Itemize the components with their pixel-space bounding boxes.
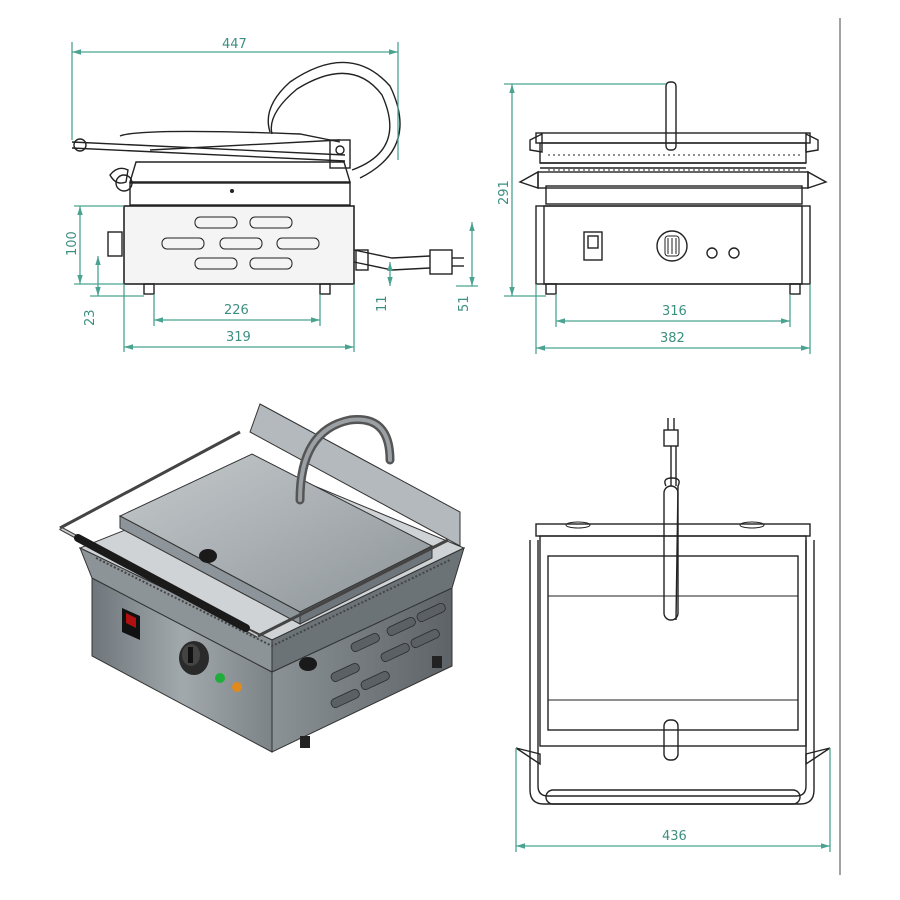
dim-side-plug-height: 51 — [457, 295, 472, 312]
isometric-render — [59, 403, 466, 753]
dim-side-base-depth: 319 — [226, 330, 251, 345]
dim-front-height: 291 — [497, 180, 512, 205]
dim-front-width: 382 — [660, 331, 685, 346]
dim-side-feet-spacing: 226 — [224, 303, 249, 318]
dim-front-feet-spacing: 316 — [662, 304, 687, 319]
top-view: 436 — [515, 418, 831, 852]
power-switch-icon — [122, 608, 140, 640]
dim-side-foot-height: 23 — [83, 309, 98, 326]
dim-side-overall-depth: 447 — [222, 37, 247, 52]
dim-side-cable-height: 11 — [375, 295, 390, 312]
indicator-light-icon — [215, 673, 242, 692]
front-view: 291 316 382 — [497, 81, 828, 354]
dim-side-leg-height: 100 — [65, 231, 80, 256]
dim-top-width: 436 — [662, 829, 687, 844]
side-view: 447 100 23 226 319 11 51 — [65, 37, 478, 352]
thermostat-knob-icon — [179, 641, 209, 675]
